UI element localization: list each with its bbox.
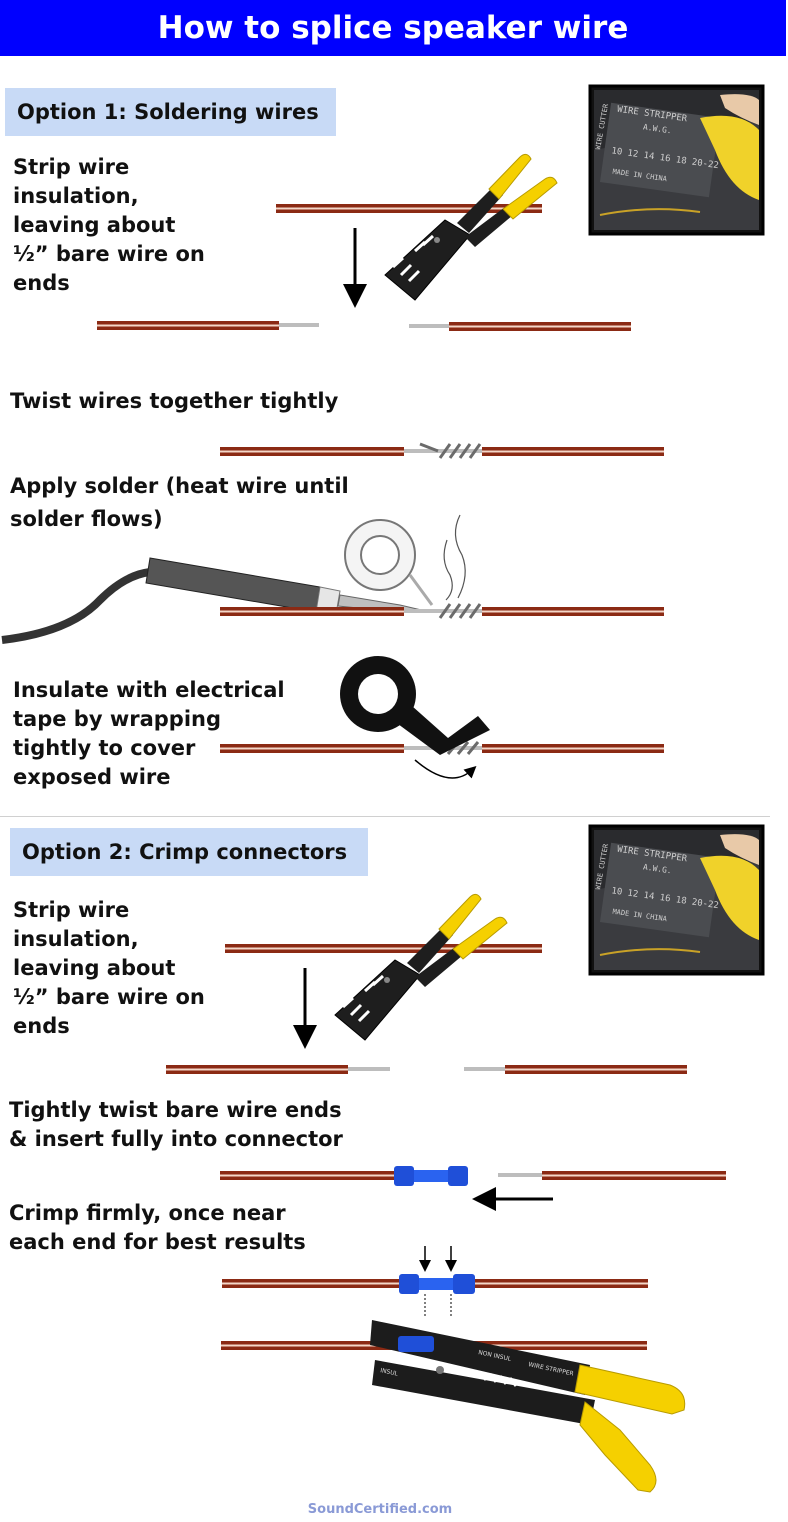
crimp-scene: INSUL NON INSUL WIRE STRIPPER — [221, 1246, 686, 1493]
step-insert-connector: Tightly twist bare wire ends & insert fu… — [9, 1098, 343, 1151]
step-insulate-tape: Insulate with electrical tape by wrappin… — [13, 678, 285, 789]
electrical-tape-scene — [220, 656, 664, 779]
stripped-wires-2 — [166, 1065, 687, 1074]
insert-connector-scene — [220, 1166, 726, 1211]
step-twist-wires: Twist wires together tightly — [10, 389, 339, 413]
wire-uncut-2 — [225, 944, 542, 953]
step-strip-wire-2: Strip wire insulation, leaving about ½” … — [13, 898, 205, 1038]
svg-text:INSUL: INSUL — [380, 1367, 400, 1378]
page-title: How to splice speaker wire — [0, 0, 786, 56]
stripper-photo-2: WIRE STRIPPER A.W.G. 10 12 14 16 18 20-2… — [588, 824, 765, 976]
step-apply-solder: Apply solder (heat wire until solder flo… — [10, 474, 349, 531]
soldering-scene — [1, 514, 664, 644]
source-credit: SoundCertified.com — [307, 1502, 453, 1517]
wire-uncut — [276, 204, 542, 213]
option-1-heading: Option 1: Soldering wires — [5, 88, 336, 136]
step-crimp-firmly: Crimp firmly, once near each end for bes… — [9, 1201, 306, 1254]
stripped-wires-1 — [97, 321, 631, 331]
svg-text:A.W.G.: A.W.G. — [642, 122, 672, 135]
step-strip-wire: Strip wire insulation, leaving about ½” … — [13, 155, 205, 295]
svg-text:A.W.G.: A.W.G. — [642, 862, 672, 875]
section-divider — [0, 816, 770, 817]
wire-stripper-tool-1 — [383, 152, 559, 302]
option-2-heading: Option 2: Crimp connectors — [10, 828, 368, 876]
wire-stripper-tool-2 — [333, 892, 509, 1042]
stripper-photo-1: WIRE STRIPPER A.W.G. 10 12 14 16 18 20-2… — [588, 84, 765, 236]
twisted-wires — [220, 442, 664, 459]
